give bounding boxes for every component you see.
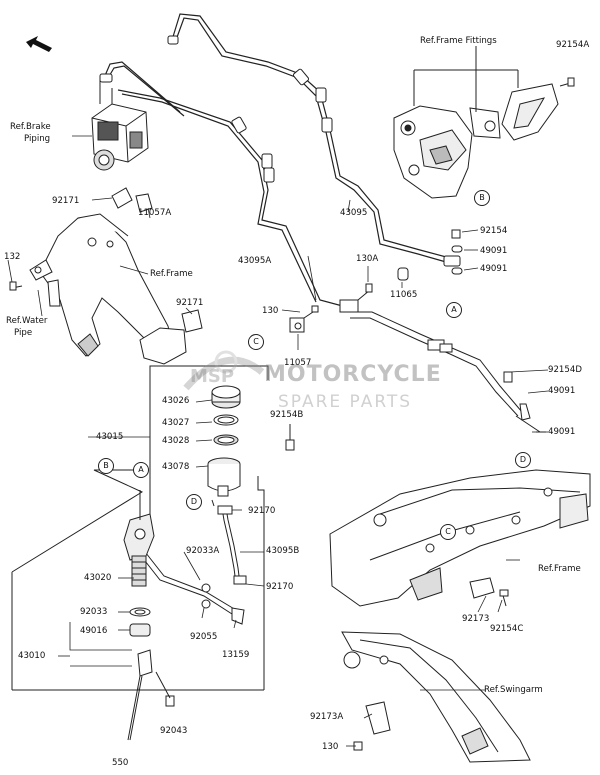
- part-label-13159: 13159: [222, 650, 250, 660]
- part-label-49091-b: 49091: [480, 264, 508, 274]
- part-label-43095B: 43095B: [266, 546, 300, 556]
- callout-b-left: B: [98, 458, 114, 474]
- ref-frame-fittings-label: Ref.Frame Fittings: [420, 36, 497, 46]
- part-label-92055: 92055: [190, 632, 218, 642]
- watermark-logo-text: MSP: [190, 366, 235, 387]
- part-label-49091-c: 49091: [548, 386, 576, 396]
- front-direction-arrow-icon: [26, 36, 52, 52]
- rear-brake-pedal-bracket: [9, 187, 203, 365]
- part-label-92170-upper: 92170: [248, 506, 276, 516]
- watermark-title: MOTORCYCLE: [264, 362, 442, 387]
- reservoir-hoses: [137, 505, 247, 625]
- part-label-92171-upper: 92171: [52, 196, 80, 206]
- part-label-92033A: 92033A: [186, 546, 220, 556]
- ref-frame-label-lower: Ref.Frame: [538, 564, 581, 574]
- callout-b-upper: B: [474, 190, 490, 206]
- part-label-43095A: 43095A: [238, 256, 272, 266]
- part-label-43095: 43095: [340, 208, 368, 218]
- part-label-43010: 43010: [18, 651, 46, 661]
- part-label-130-lower: 130: [322, 742, 339, 752]
- watermark-subtitle: SPARE PARTS: [278, 392, 413, 412]
- part-label-92154: 92154: [480, 226, 508, 236]
- part-label-43027: 43027: [162, 418, 190, 428]
- lower-brake-hose: [289, 229, 546, 433]
- ref-water-pipe-label-line1: Ref.Water: [6, 316, 48, 326]
- part-label-43015: 43015: [96, 432, 124, 442]
- part-label-11065: 11065: [390, 290, 418, 300]
- ref-brake-piping-label-line2: Piping: [24, 134, 51, 144]
- ref-frame-label-upper: Ref.Frame: [150, 269, 193, 279]
- part-label-92173: 92173: [462, 614, 490, 624]
- leader-lines: [7, 135, 549, 747]
- abs-unit: [91, 80, 149, 171]
- callout-c-lower: C: [440, 524, 456, 540]
- part-label-11057: 11057: [284, 358, 312, 368]
- part-label-43078: 43078: [162, 462, 190, 472]
- callout-a-left: A: [133, 462, 149, 478]
- part-label-11057A: 11057A: [138, 208, 172, 218]
- reservoir-parts: [207, 385, 295, 497]
- rear-frame-assembly: [329, 469, 591, 607]
- callout-d-right: D: [515, 452, 531, 468]
- part-label-92173A: 92173A: [310, 712, 344, 722]
- ref-water-pipe-label-line2: Pipe: [14, 328, 33, 338]
- part-label-92043: 92043: [160, 726, 188, 736]
- ref-swingarm-label: Ref.Swingarm: [484, 685, 543, 695]
- part-label-92033: 92033: [80, 607, 108, 617]
- part-label-132: 132: [4, 252, 21, 262]
- frame-fitting-bracket: [393, 46, 575, 199]
- part-label-92171-lower: 92171: [176, 298, 204, 308]
- part-label-49016: 49016: [80, 626, 108, 636]
- part-label-43020: 43020: [84, 573, 112, 583]
- part-label-130A: 130A: [356, 254, 379, 264]
- callout-c-upper: C: [248, 334, 264, 350]
- part-label-92154A: 92154A: [556, 40, 590, 50]
- part-label-130: 130: [262, 306, 279, 316]
- part-label-49091-a: 49091: [480, 246, 508, 256]
- callout-d-left: D: [186, 494, 202, 510]
- callout-a-right: A: [446, 302, 462, 318]
- swingarm: [341, 631, 531, 763]
- part-label-43026: 43026: [162, 396, 190, 406]
- part-label-92154D: 92154D: [548, 365, 582, 375]
- part-label-92154C: 92154C: [490, 624, 524, 634]
- ref-brake-piping-label-line1: Ref.Brake: [10, 122, 51, 132]
- master-cylinder-body: [123, 490, 215, 741]
- pipe-fittings: [99, 35, 461, 267]
- part-label-49091-d: 49091: [548, 427, 576, 437]
- part-label-92170-lower: 92170: [266, 582, 294, 592]
- brake-pipe-lines: [103, 13, 451, 309]
- part-label-43028: 43028: [162, 436, 190, 446]
- part-label-550: 550: [112, 758, 129, 768]
- watermark-logo: [183, 350, 265, 391]
- part-label-92154B: 92154B: [270, 410, 304, 420]
